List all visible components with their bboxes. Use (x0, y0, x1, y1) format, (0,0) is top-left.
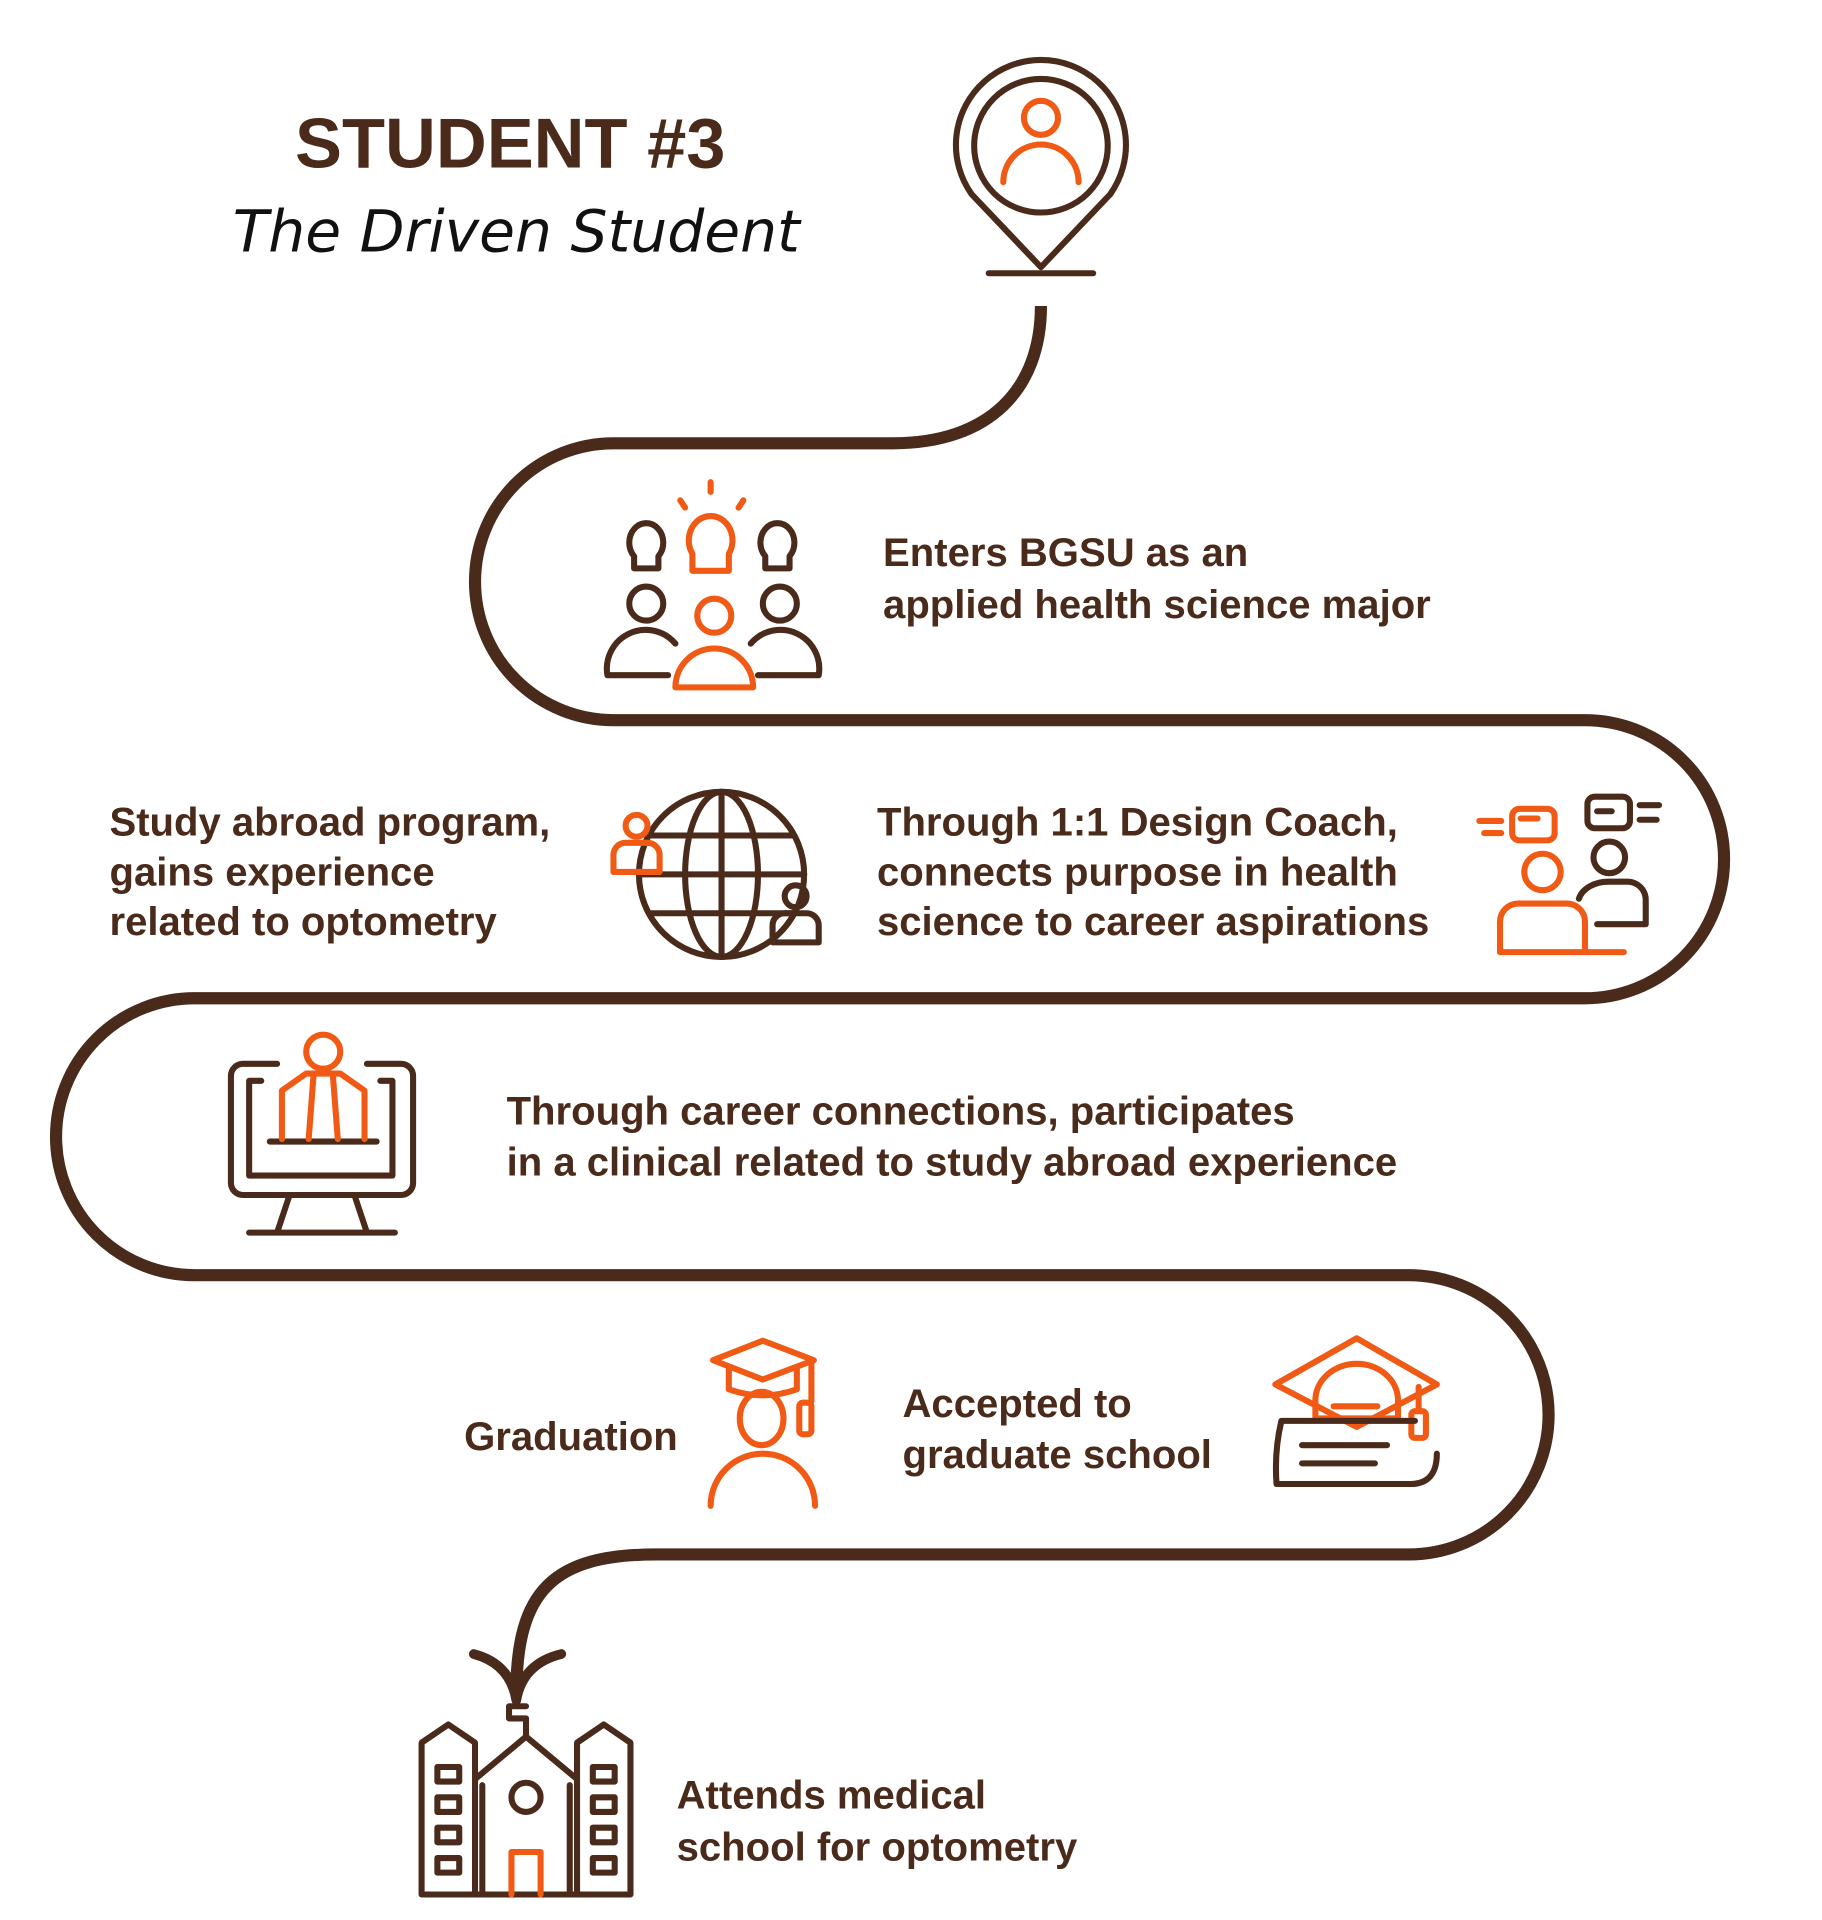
monitor-person-icon (227, 1031, 417, 1236)
step-4-line-2: in a clinical related to study abroad ex… (507, 1141, 1398, 1185)
location-pin-icon (952, 57, 1129, 277)
step-5-line-1: Graduation (464, 1415, 678, 1459)
step-3-line-3: science to career aspirations (877, 900, 1429, 944)
journey-path (50, 306, 1731, 1695)
step-2-line-3: related to optometry (109, 900, 497, 944)
page-title: STUDENT #3 (295, 104, 725, 183)
step-2-line-2: gains experience (109, 850, 434, 894)
step-6-line-2: graduate school (902, 1433, 1211, 1477)
step-7-line-1: Attends medical (677, 1773, 986, 1817)
step-6-line-1: Accepted to (902, 1382, 1131, 1426)
page-subtitle: The Driven Student (233, 197, 802, 265)
step-1-line-2: applied health science major (883, 583, 1431, 627)
graduate-icon (707, 1337, 819, 1509)
step-4-line-1: Through career connections, participates (507, 1090, 1295, 1134)
group-ideas-icon (603, 479, 823, 691)
cap-book-icon (1272, 1335, 1440, 1488)
step-2-line-1: Study abroad program, (109, 801, 550, 845)
globe-people-icon (610, 788, 822, 960)
arrow-head-icon (468, 1649, 567, 1706)
step-7-line-2: school for optometry (677, 1825, 1078, 1869)
step-1-line-1: Enters BGSU as an (883, 531, 1248, 575)
coaching-conversation-icon (1476, 793, 1663, 956)
step-3-line-2: connects purpose in health (877, 850, 1398, 894)
school-building-icon (418, 1703, 634, 1898)
step-3-line-1: Through 1:1 Design Coach, (877, 801, 1398, 845)
